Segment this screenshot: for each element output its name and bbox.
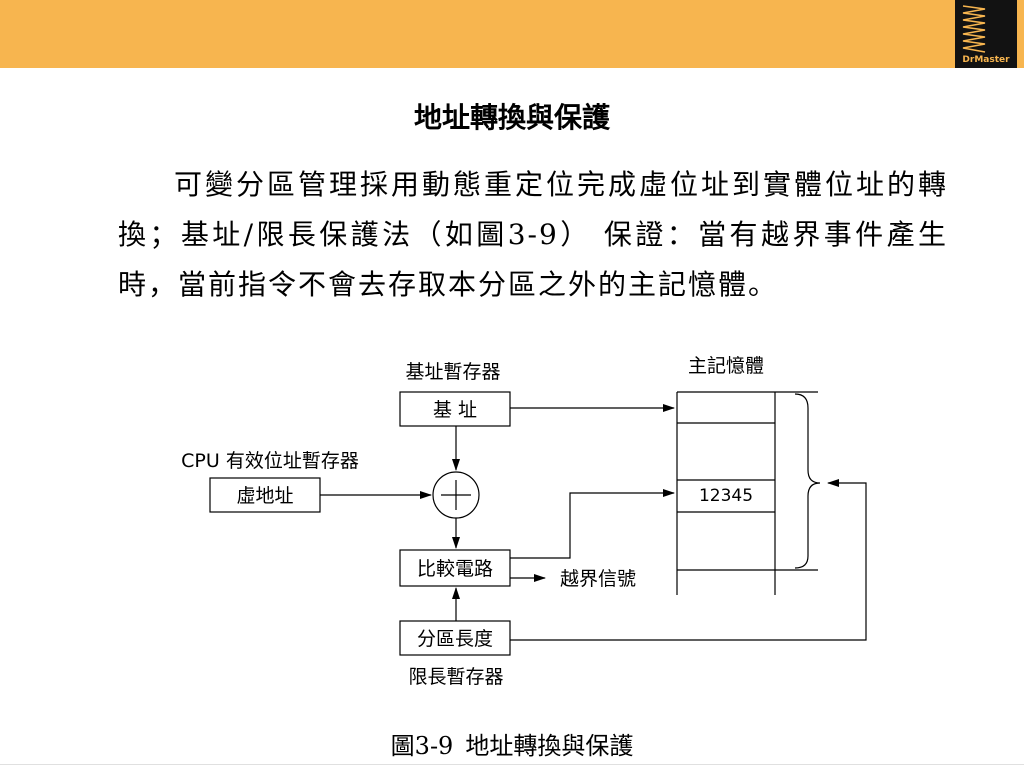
figure-caption: 圖3-9 地址轉換與保護: [0, 726, 1024, 761]
cpu-register-label: CPU 有效位址暫存器: [181, 450, 359, 472]
memory-cell-value: 12345: [699, 486, 753, 506]
base-register-label: 基址暫存器: [405, 361, 500, 383]
header-bar: [0, 0, 1024, 68]
address-translation-diagram: 基址暫存器 CPU 有效位址暫存器 主記憶體 越界信號 限長暫存器 基 址 虛地…: [181, 355, 867, 688]
figure-caption-text: 地址轉換與保護: [465, 732, 634, 760]
partition-length-box: 分區長度: [399, 620, 511, 656]
footer-line: [0, 764, 1024, 765]
partition-length-text: 分區長度: [417, 628, 493, 650]
memory-column: 12345: [676, 391, 818, 595]
virtual-address-box: 虛地址: [209, 477, 321, 513]
figure-number: 圖3-9: [390, 732, 454, 760]
virtual-address-text: 虛地址: [236, 485, 293, 507]
compare-circuit-text: 比較電路: [417, 558, 493, 580]
compare-circuit-box: 比較電路: [399, 549, 511, 587]
slide-title: 地址轉換與保護: [413, 101, 610, 134]
limit-register-label: 限長暫存器: [408, 666, 503, 688]
overflow-signal-label: 越界信號: [560, 568, 636, 590]
connectors: [320, 404, 867, 641]
logo-text: DrMaster: [962, 55, 1010, 65]
plus-circle-icon: [432, 471, 480, 519]
base-box-text: 基 址: [433, 399, 477, 421]
memory-label: 主記憶體: [688, 355, 764, 377]
paragraph-text: 可變分區管理採用動態重定位完成虛位址到實體位址的轉換；基址/限長保護法（如圖3-…: [118, 168, 948, 301]
partition-brace: [794, 393, 821, 569]
drmaster-logo: DrMaster: [955, 0, 1017, 68]
logo-zigzag-icon: [962, 5, 986, 53]
body-paragraph: 可變分區管理採用動態重定位完成虛位址到實體位址的轉換；基址/限長保護法（如圖3-…: [118, 160, 948, 310]
base-box: 基 址: [399, 391, 511, 427]
